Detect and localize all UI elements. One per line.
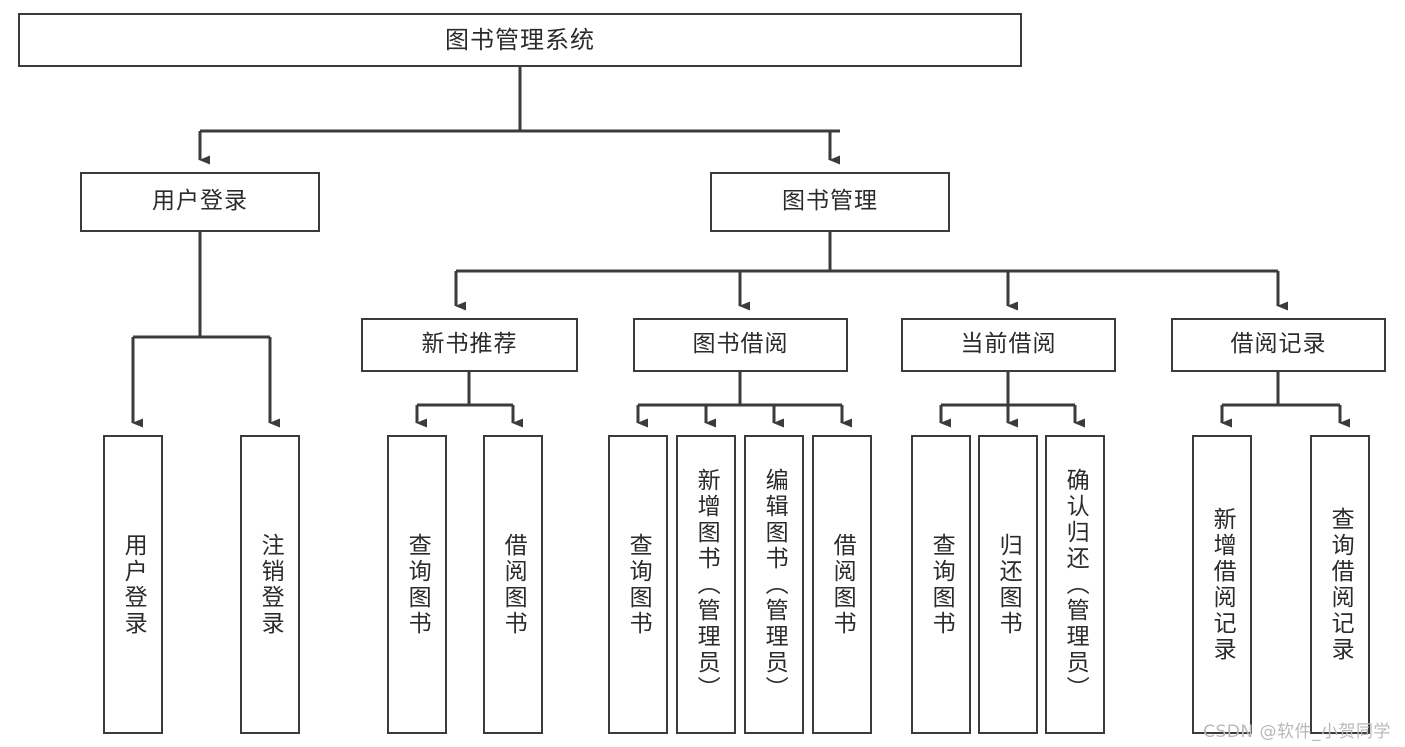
leaf-query-borrow-record[interactable]: 查询借阅记录 [1310, 435, 1370, 734]
node-label: 用户登录 [120, 532, 147, 637]
leaf-add-book-admin[interactable]: 新增图书（管理员） [676, 435, 736, 734]
node-label: 编辑图书（管理员） [761, 467, 788, 702]
node-label: 查询图书 [928, 532, 955, 637]
node-borrowing-records[interactable]: 借阅记录 [1171, 318, 1386, 372]
node-label: 查询借阅记录 [1327, 506, 1354, 663]
leaf-edit-book-admin[interactable]: 编辑图书（管理员） [744, 435, 804, 734]
leaf-return-books[interactable]: 归还图书 [978, 435, 1038, 734]
watermark-text: CSDN @软件_小贺同学 [1203, 722, 1391, 742]
node-current-borrowing[interactable]: 当前借阅 [901, 318, 1116, 372]
node-label: 查询图书 [625, 532, 652, 637]
node-user-login[interactable]: 用户登录 [80, 172, 320, 232]
leaf-user-login[interactable]: 用户登录 [103, 435, 163, 734]
node-label: 图书管理 [782, 188, 878, 215]
node-book-borrowing[interactable]: 图书借阅 [633, 318, 848, 372]
node-label: 确认归还（管理员） [1062, 467, 1089, 702]
node-label: 新增图书（管理员） [693, 467, 720, 702]
node-label: 借阅图书 [829, 532, 856, 637]
node-label: 当前借阅 [960, 331, 1057, 358]
node-new-book-recommendation[interactable]: 新书推荐 [361, 318, 578, 372]
node-label: 图书借阅 [692, 331, 789, 358]
leaf-query-books-current[interactable]: 查询图书 [911, 435, 971, 734]
leaf-query-books-borrow[interactable]: 查询图书 [608, 435, 668, 734]
leaf-borrow-books[interactable]: 借阅图书 [812, 435, 872, 734]
node-label: 借阅记录 [1230, 331, 1327, 358]
leaf-add-borrow-record[interactable]: 新增借阅记录 [1192, 435, 1252, 734]
node-root-book-management-system[interactable]: 图书管理系统 [18, 13, 1022, 67]
node-label: 借阅图书 [500, 532, 527, 637]
node-book-management[interactable]: 图书管理 [710, 172, 950, 232]
leaf-logout[interactable]: 注销登录 [240, 435, 300, 734]
leaf-borrow-books-newbook[interactable]: 借阅图书 [483, 435, 543, 734]
node-label: 用户登录 [152, 188, 248, 215]
leaf-confirm-return-admin[interactable]: 确认归还（管理员） [1045, 435, 1105, 734]
node-label: 图书管理系统 [445, 25, 595, 54]
node-label: 注销登录 [257, 532, 284, 637]
node-label: 查询图书 [404, 532, 431, 637]
leaf-query-books-newbook[interactable]: 查询图书 [387, 435, 447, 734]
node-label: 归还图书 [995, 532, 1022, 637]
node-label: 新书推荐 [421, 331, 518, 358]
node-label: 新增借阅记录 [1209, 506, 1236, 663]
